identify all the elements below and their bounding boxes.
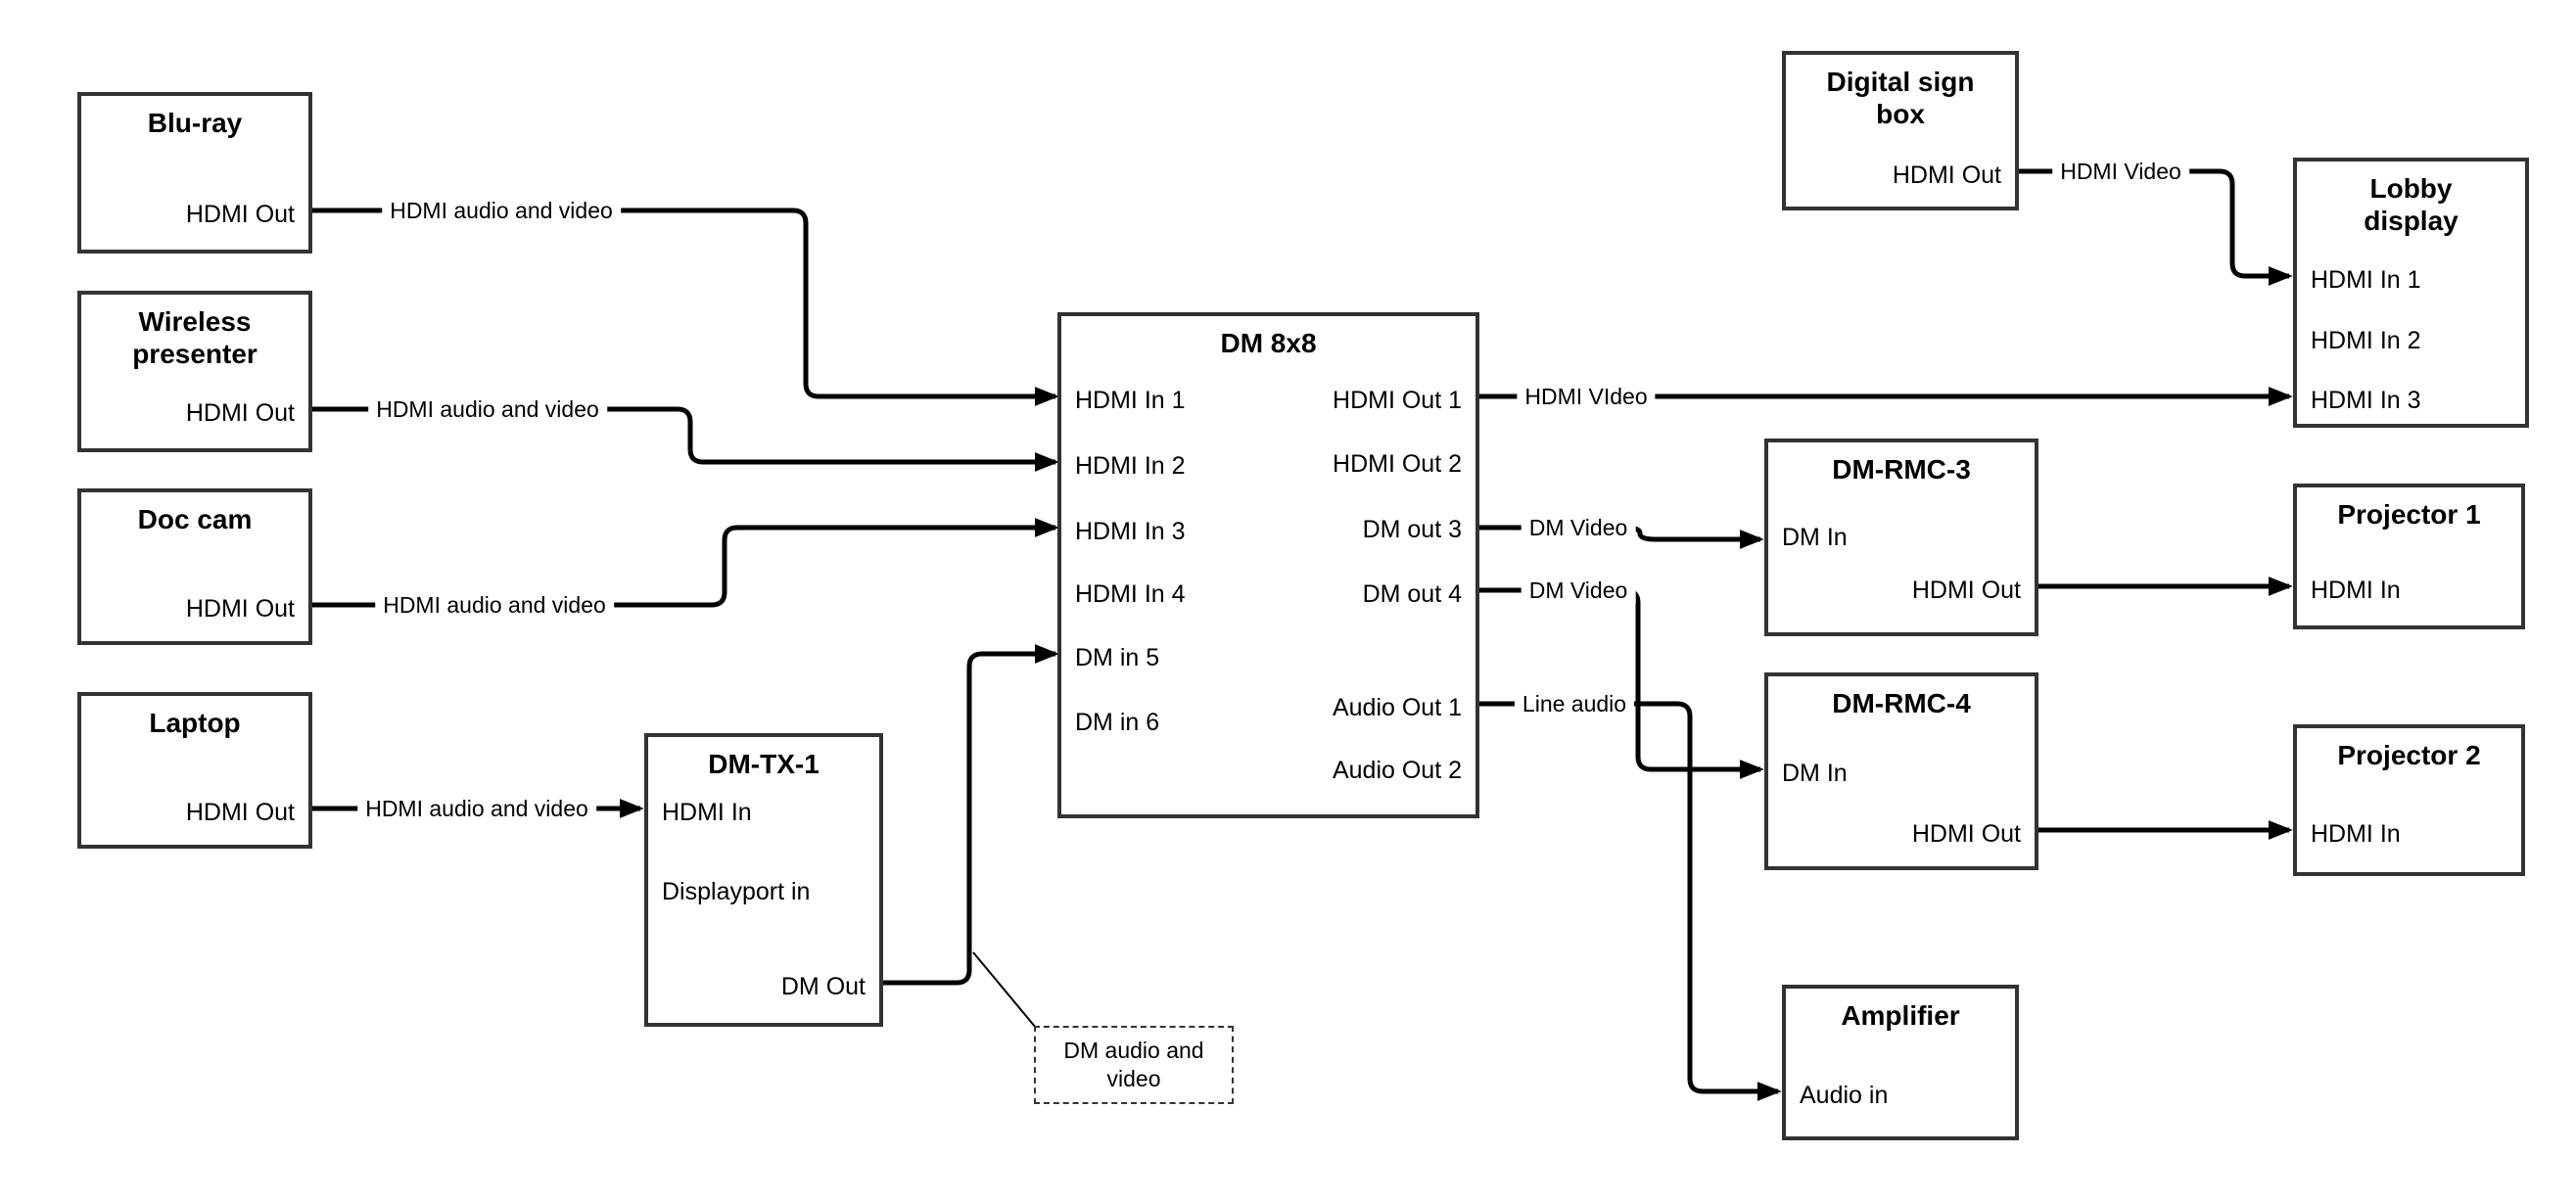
port-laptop-hdmi-out: HDMI Out	[185, 799, 295, 826]
edge-label-hdmi-av-laptop: HDMI audio and video	[357, 795, 596, 822]
wire-bluray-to-dm8x8-in1	[312, 208, 1059, 406]
port-dm8x8-hdmi-in-4: HDMI In 4	[1075, 580, 1186, 608]
port-dm8x8-audio-out-2: Audio Out 2	[1332, 757, 1462, 784]
edge-label-hdmi-video-sign: HDMI Video	[2052, 158, 2189, 185]
node-bluray: Blu-ray HDMI Out	[77, 92, 312, 254]
port-dmrmc4-hdmi-out: HDMI Out	[1911, 820, 2021, 848]
port-dmrmc3-dm-in: DM In	[1782, 524, 1848, 551]
wire-dmtx1-to-dm8x8-in5	[883, 644, 1059, 986]
port-dm8x8-dm-out-3: DM out 3	[1362, 516, 1462, 543]
edge-label-dm-video-out3: DM Video	[1521, 514, 1636, 541]
wire-dm8x8-aout1-to-amplifier	[1479, 701, 1782, 1101]
edge-label-dm-video-out4: DM Video	[1521, 577, 1636, 604]
node-wireless-presenter: Wireless presenter HDMI Out	[77, 291, 312, 452]
node-lobby-display: Lobby display HDMI In 1 HDMI In 2 HDMI I…	[2293, 158, 2529, 428]
node-amplifier: Amplifier Audio in	[1782, 985, 2019, 1140]
node-title: Projector 1	[2337, 499, 2481, 530]
port-amplifier-audio-in: Audio in	[1800, 1082, 1889, 1109]
node-laptop: Laptop HDMI Out	[77, 692, 312, 849]
node-title: DM-RMC-3	[1832, 454, 1971, 485]
node-title: DM-RMC-4	[1832, 688, 1971, 718]
annotation-leader-line	[972, 951, 1037, 1029]
node-dm-rmc-3: DM-RMC-3 DM In HDMI Out	[1764, 439, 2038, 636]
port-dm8x8-hdmi-out-1: HDMI Out 1	[1333, 387, 1462, 414]
port-dm8x8-hdmi-in-2: HDMI In 2	[1075, 452, 1186, 480]
wire-dm8x8-out4-to-dmrmc4	[1479, 587, 1764, 779]
annotation-dm-audio-video: DM audio and video	[1034, 1026, 1234, 1104]
node-title: DM 8x8	[1220, 328, 1317, 358]
node-title: Digital sign box	[1826, 67, 1975, 129]
port-bluray-hdmi-out: HDMI Out	[185, 201, 295, 228]
node-title: Laptop	[149, 708, 241, 738]
node-title: Amplifier	[1841, 1000, 1960, 1031]
port-wireless-hdmi-out: HDMI Out	[185, 399, 295, 427]
port-digitalsign-hdmi-out: HDMI Out	[1892, 162, 2001, 189]
edge-label-hdmi-video-out1: HDMI VIdeo	[1517, 383, 1656, 410]
port-dmrmc4-dm-in: DM In	[1782, 760, 1848, 787]
port-lobby-hdmi-in-1: HDMI In 1	[2311, 266, 2421, 294]
port-dm8x8-hdmi-in-3: HDMI In 3	[1075, 518, 1186, 545]
node-doc-cam: Doc cam HDMI Out	[77, 488, 312, 645]
wire-doccam-to-dm8x8-in3	[312, 518, 1059, 608]
node-projector-2: Projector 2 HDMI In	[2293, 724, 2525, 876]
node-title: Projector 2	[2337, 740, 2481, 770]
edge-label-hdmi-av-doccam: HDMI audio and video	[375, 591, 614, 619]
node-title: DM-TX-1	[708, 749, 820, 779]
port-dm8x8-dm-out-4: DM out 4	[1362, 580, 1462, 608]
edge-label-hdmi-av-wireless: HDMI audio and video	[368, 395, 607, 423]
wire-digitalsign-to-lobby-in1	[2019, 168, 2293, 286]
port-doccam-hdmi-out: HDMI Out	[185, 595, 295, 623]
port-proj1-hdmi-in: HDMI In	[2311, 577, 2401, 604]
node-dm-rmc-4: DM-RMC-4 DM In HDMI Out	[1764, 672, 2038, 870]
port-lobby-hdmi-in-3: HDMI In 3	[2311, 387, 2421, 414]
port-dm8x8-hdmi-out-2: HDMI Out 2	[1333, 450, 1462, 478]
wire-wireless-to-dm8x8-in2	[312, 406, 1059, 472]
port-dmtx1-hdmi-in: HDMI In	[662, 799, 752, 826]
edge-label-line-audio: Line audio	[1514, 690, 1635, 717]
node-title: Wireless presenter	[132, 306, 258, 369]
port-dm8x8-dm-in-6: DM in 6	[1075, 709, 1160, 736]
node-title: Doc cam	[137, 504, 253, 534]
port-dmtx1-dm-out: DM Out	[780, 973, 866, 1000]
port-lobby-hdmi-in-2: HDMI In 2	[2311, 327, 2421, 354]
node-dm-tx-1: DM-TX-1 HDMI In Displayport in DM Out	[644, 733, 883, 1027]
port-dmrmc3-hdmi-out: HDMI Out	[1911, 577, 2021, 604]
port-dm8x8-hdmi-in-1: HDMI In 1	[1075, 387, 1186, 414]
node-dm-8x8: DM 8x8 HDMI In 1 HDMI In 2 HDMI In 3 HDM…	[1057, 312, 1479, 818]
port-dm8x8-dm-in-5: DM in 5	[1075, 644, 1160, 671]
node-title: Lobby display	[2364, 173, 2459, 236]
node-title: Blu-ray	[147, 108, 243, 138]
node-projector-1: Projector 1 HDMI In	[2293, 484, 2525, 629]
port-dmtx1-displayport-in: Displayport in	[662, 878, 811, 905]
port-proj2-hdmi-in: HDMI In	[2311, 820, 2401, 848]
edge-label-hdmi-av-bluray: HDMI audio and video	[382, 197, 621, 224]
node-digital-sign-box: Digital sign box HDMI Out	[1782, 51, 2019, 210]
port-dm8x8-audio-out-1: Audio Out 1	[1332, 694, 1462, 721]
